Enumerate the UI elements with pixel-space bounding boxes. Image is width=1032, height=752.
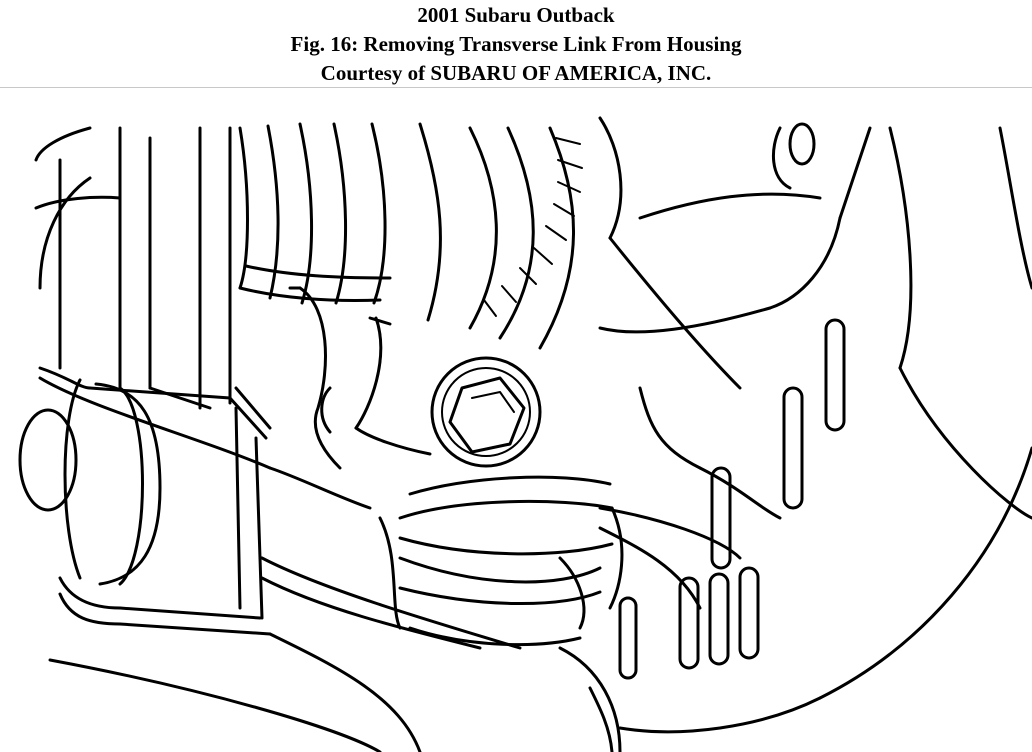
- strut-arm: [58, 126, 232, 410]
- link-end: [558, 506, 742, 752]
- vehicle-title: 2001 Subaru Outback: [417, 3, 615, 27]
- mounting-hole: [788, 122, 816, 166]
- ball-joint-boot: [378, 475, 624, 647]
- suspension-illustration: [18, 116, 1032, 752]
- vent-slots: [618, 318, 846, 680]
- line-drawing-figure: [0, 88, 1032, 752]
- bolt-head-hex: [448, 376, 526, 454]
- figure-caption: Fig. 16: Removing Transverse Link From H…: [290, 32, 742, 56]
- courtesy-line: Courtesy of SUBARU OF AMERICA, INC.: [320, 61, 712, 85]
- backing-plate: [598, 116, 1032, 734]
- axle-boot: [34, 122, 575, 390]
- transverse-link: [38, 376, 522, 752]
- bushing: [18, 366, 272, 636]
- bolt-washer: [430, 356, 542, 468]
- figure-header: 2001 Subaru Outback Fig. 16: Removing Tr…: [0, 0, 1032, 88]
- tone-ring: [483, 137, 583, 317]
- housing: [288, 286, 542, 470]
